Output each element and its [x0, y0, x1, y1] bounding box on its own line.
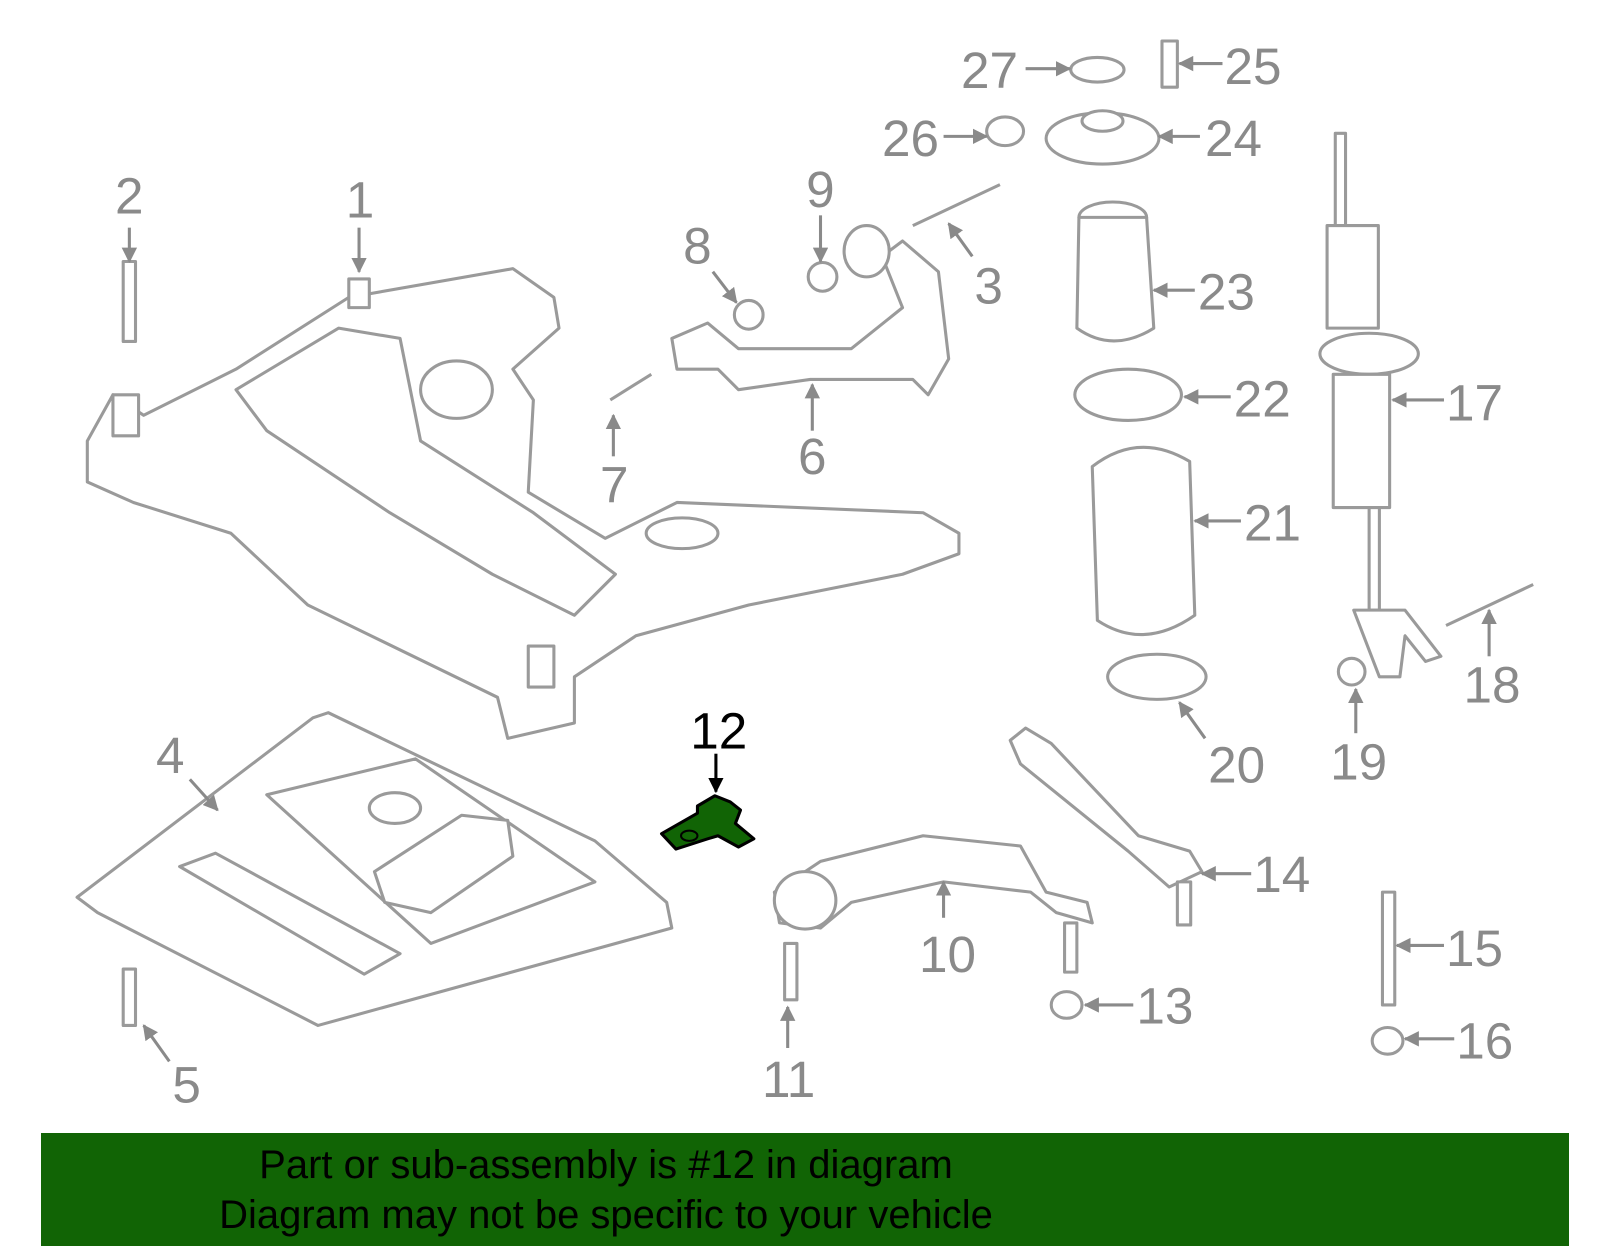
callout-1: 1 [346, 171, 375, 228]
callout-3: 3 [974, 258, 1003, 315]
callout-7: 7 [600, 456, 629, 513]
callout-11: 11 [762, 1051, 815, 1108]
callout-25: 25 [1225, 38, 1282, 95]
spring-stack-part [985, 55, 1208, 701]
lower-control-arm-part [772, 834, 1094, 974]
skid-plate-part [75, 711, 674, 1027]
callout-12-highlighted: 12 [690, 703, 747, 760]
banner-line-2: Diagram may not be specific to your vehi… [219, 1193, 993, 1237]
callout-23: 23 [1198, 264, 1255, 321]
callout-27: 27 [961, 42, 1018, 99]
part-12-bracket-highlighted [660, 794, 756, 851]
callout-26: 26 [882, 110, 939, 167]
callout-14: 14 [1253, 846, 1310, 903]
tension-strut-part [1008, 726, 1204, 927]
callout-10: 10 [919, 926, 976, 983]
fasteners-part [121, 39, 1534, 1056]
callout-5: 5 [172, 1056, 201, 1113]
callout-22: 22 [1234, 370, 1291, 427]
callout-6: 6 [798, 428, 827, 485]
callout-arrows [121, 55, 1497, 1063]
callout-8: 8 [683, 218, 712, 275]
callout-21: 21 [1244, 494, 1301, 551]
callout-9: 9 [806, 161, 835, 218]
callout-16: 16 [1456, 1012, 1513, 1069]
banner-line-1: Part or sub-assembly is #12 in diagram [259, 1143, 953, 1187]
callout-13: 13 [1136, 977, 1193, 1034]
callout-19: 19 [1330, 733, 1387, 790]
strut-assembly-part [1318, 131, 1443, 679]
part-info-banner: Part or sub-assembly is #12 in diagram D… [41, 1133, 1569, 1246]
callout-24: 24 [1205, 110, 1262, 167]
callout-15: 15 [1446, 920, 1503, 977]
callout-17: 17 [1446, 374, 1503, 431]
callout-4: 4 [156, 727, 185, 784]
callout-2: 2 [115, 167, 144, 224]
subframe-part [85, 267, 961, 740]
callout-18: 18 [1463, 656, 1520, 713]
upper-control-arm-part [670, 224, 951, 397]
callout-20: 20 [1208, 736, 1265, 793]
